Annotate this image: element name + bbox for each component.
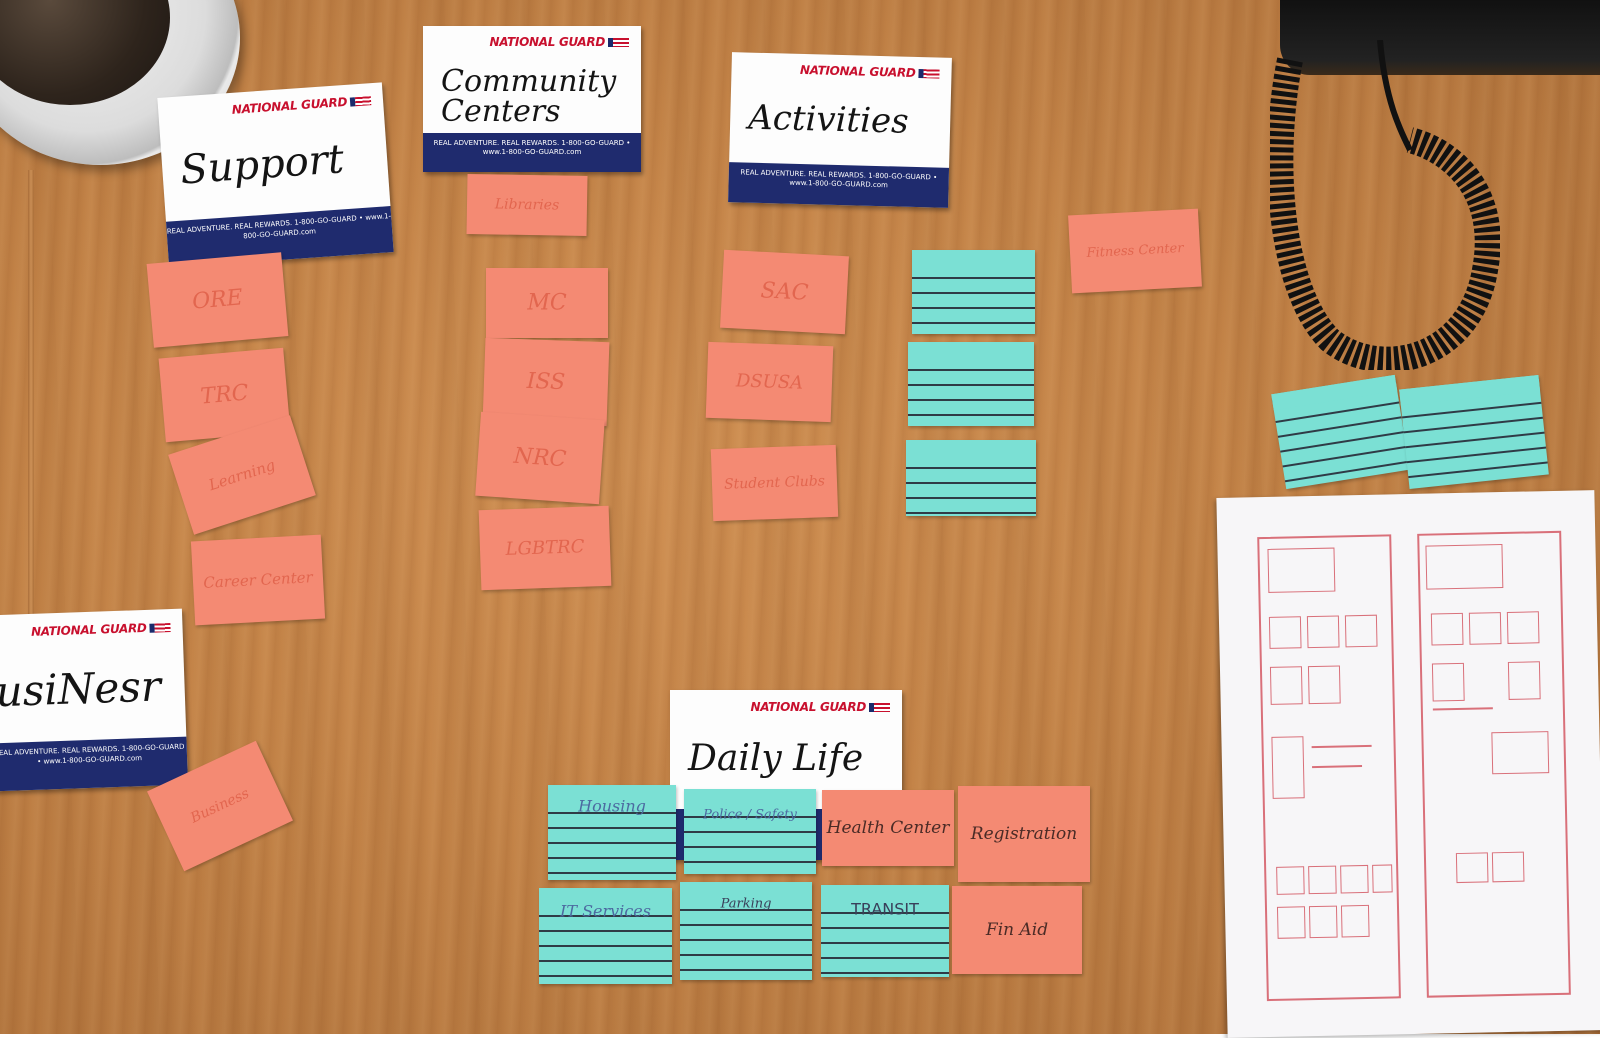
national-guard-logo: NATIONAL GUARD [31, 620, 171, 638]
sticky-note[interactable]: Fin Aid [952, 886, 1082, 974]
note-text: Libraries [494, 196, 560, 214]
index-card[interactable] [906, 440, 1036, 516]
card-label: Daily Life [688, 738, 864, 779]
note-text: Police / Safety [703, 807, 797, 822]
note-text: MC [527, 290, 567, 316]
sticky-note[interactable]: ORE [146, 252, 289, 348]
wireframe-tile [1430, 612, 1464, 646]
sticky-note[interactable]: Student Clubs [710, 444, 839, 522]
header-card-activities[interactable]: NATIONAL GUARD Activities REAL ADVENTURE… [728, 52, 952, 208]
index-card[interactable] [912, 250, 1035, 334]
note-text: DSUSA [735, 370, 804, 394]
note-text: Health Center [826, 818, 950, 838]
sticky-note[interactable]: SAC [720, 249, 849, 335]
note-text: Business [188, 785, 252, 827]
index-card[interactable]: Police / Safety [684, 789, 816, 874]
header-card-support[interactable]: NATIONAL GUARD Support REAL ADVENTURE. R… [157, 82, 394, 268]
wireframe-header-box [1267, 547, 1336, 593]
wireframe-tile [1507, 661, 1541, 700]
card-band: REAL ADVENTURE. REAL REWARDS. 1-800-GO-G… [423, 132, 641, 172]
note-text: Parking [720, 896, 772, 912]
wireframe-tile [1372, 864, 1393, 893]
wireframe-tile [1276, 866, 1305, 895]
wireframe-header-box [1425, 544, 1504, 590]
wireframe-tile [1306, 615, 1340, 649]
wireframe-tile [1468, 612, 1502, 645]
note-text: Learning [206, 455, 278, 495]
sticky-note[interactable]: LGBTRC [478, 505, 612, 591]
card-header-strip [906, 440, 1036, 456]
note-text: SAC [759, 278, 810, 306]
wireframe-tile [1268, 616, 1302, 649]
card-band: REAL ADVENTURE. REAL REWARDS. 1-800-GO-G… [728, 161, 950, 208]
wireframe-tile [1344, 614, 1378, 648]
note-text: Registration [970, 824, 1078, 844]
national-guard-logo: NATIONAL GUARD [231, 93, 371, 117]
note-text: ORE [191, 285, 244, 315]
wireframe-tile [1340, 904, 1370, 938]
sticky-note[interactable]: Career Center [190, 534, 326, 626]
sticky-note[interactable]: Registration [958, 786, 1090, 882]
card-label: Support [178, 136, 346, 194]
wireframe-tile [1491, 851, 1525, 883]
desk-phone [1280, 0, 1600, 75]
wireframe-tile [1269, 666, 1303, 705]
index-card[interactable] [1271, 374, 1410, 490]
desk-seam [28, 170, 34, 640]
wireframe-tile [1308, 865, 1337, 895]
card-header-strip [684, 789, 816, 805]
note-text: Student Clubs [723, 473, 826, 493]
sticky-note[interactable]: NRC [475, 411, 605, 505]
index-card[interactable] [1399, 374, 1549, 490]
card-header-strip [548, 785, 676, 801]
wireframe-tile [1276, 906, 1306, 939]
index-card[interactable]: IT Services [539, 888, 672, 984]
national-guard-logo: NATIONAL GUARD [750, 700, 890, 714]
sticky-note[interactable]: Libraries [466, 173, 588, 237]
note-text: Fitness Center [1086, 240, 1184, 262]
index-card[interactable]: Housing [548, 785, 676, 880]
card-label: usiNesr [0, 661, 162, 717]
wireframe-tile [1308, 905, 1338, 939]
note-text: TRC [199, 380, 250, 410]
phone-cord [1270, 40, 1500, 370]
card-header-strip [680, 882, 812, 898]
header-card-business[interactable]: NATIONAL GUARD usiNesr REAL ADVENTURE. R… [0, 608, 189, 792]
wireframe-tile [1455, 852, 1489, 884]
header-card-community-centers[interactable]: NATIONAL GUARD Community Centers REAL AD… [423, 26, 641, 172]
wireframe-panel [1491, 731, 1550, 775]
national-guard-logo: NATIONAL GUARD [489, 35, 629, 49]
note-text: Fin Aid [985, 920, 1049, 940]
note-text: NRC [512, 443, 568, 473]
index-card[interactable] [908, 342, 1034, 426]
wireframe-tile [1340, 864, 1369, 894]
sticky-note[interactable]: DSUSA [705, 341, 834, 423]
wireframe-tile [1307, 665, 1341, 705]
sticky-note[interactable]: Health Center [822, 790, 954, 866]
wireframe-tile [1431, 662, 1465, 702]
wireframe-panel [1271, 736, 1305, 799]
card-header-strip [539, 888, 672, 904]
card-header-strip [912, 250, 1035, 266]
index-card[interactable]: Parking [680, 882, 812, 980]
card-label: Activities [747, 97, 910, 142]
wireframe-tile [1506, 611, 1540, 644]
card-header-strip [908, 342, 1034, 358]
card-header-strip [821, 885, 949, 901]
card-band: REAL ADVENTURE. REAL REWARDS. 1-800-GO-G… [0, 737, 189, 792]
sticky-note[interactable]: MC [486, 268, 608, 338]
note-text: Housing [578, 796, 646, 816]
note-text: TRANSIT [851, 899, 919, 919]
note-text: Career Center [202, 568, 314, 592]
card-label: Community Centers [441, 63, 617, 129]
sticky-note[interactable]: Fitness Center [1068, 208, 1202, 294]
note-text: IT Services [560, 901, 651, 921]
index-card[interactable]: TRANSIT [821, 885, 949, 977]
note-text: ISS [526, 368, 566, 396]
national-guard-logo: NATIONAL GUARD [800, 63, 940, 81]
wireframe-sketch-paper [1216, 490, 1600, 1038]
note-text: LGBTRC [505, 536, 585, 560]
